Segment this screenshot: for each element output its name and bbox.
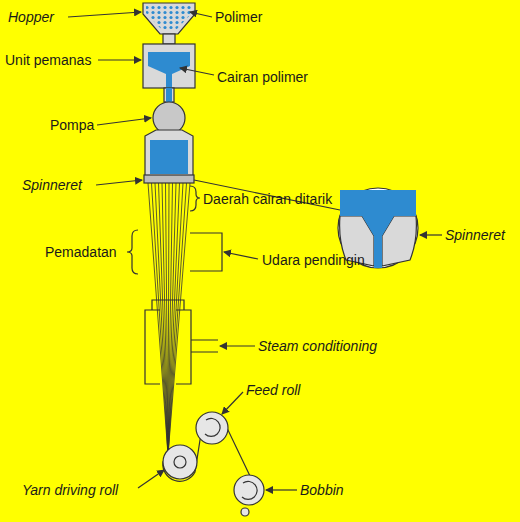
bobbin xyxy=(234,475,264,505)
hopper xyxy=(143,3,195,34)
part-label: Feed roll xyxy=(246,382,300,398)
part-label: Hopper xyxy=(8,9,54,25)
pump xyxy=(153,102,185,134)
heating-unit xyxy=(143,44,195,88)
part-label: Pompa xyxy=(50,117,94,133)
part-label: Udara pendingin xyxy=(262,252,365,268)
part-label: Unit pemanas xyxy=(5,52,91,68)
zone-label: Daerah cairan ditarik xyxy=(203,191,332,207)
part-label: Yarn driving roll xyxy=(22,482,118,498)
part-label: Bobbin xyxy=(300,482,344,498)
zone-label: Pemadatan xyxy=(45,244,117,260)
part-label: Polimer xyxy=(215,9,262,25)
zone-label: Steam conditioning xyxy=(258,338,377,354)
part-label: Spinneret xyxy=(445,227,505,243)
yarn-driving-roll xyxy=(163,445,197,479)
part-label: Cairan polimer xyxy=(217,69,308,85)
spinneret-plate xyxy=(144,175,194,183)
feed-roll xyxy=(196,412,228,444)
spinneret-housing xyxy=(145,130,193,176)
fibers xyxy=(148,183,190,455)
part-label: Spinneret xyxy=(22,177,82,193)
